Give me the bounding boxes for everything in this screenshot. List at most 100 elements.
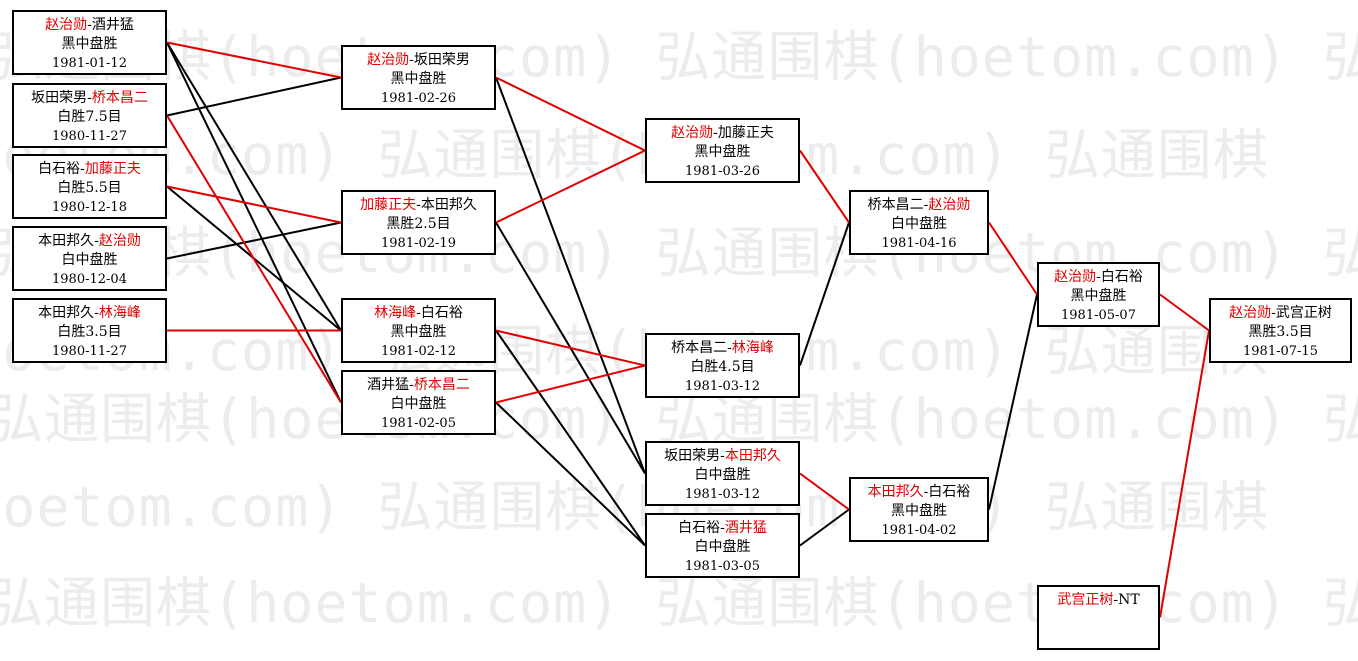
player-2-name: 赵治勋 <box>98 233 141 249</box>
match-result: 黑中盘胜 <box>1070 288 1127 304</box>
player-separator: - <box>94 233 99 249</box>
winner-connector-r3m3-r4m2 <box>799 472 850 511</box>
match-players: 赵治勋-白石裕 <box>1039 268 1158 287</box>
winner-connector-r5m2-r6m1 <box>1159 330 1210 618</box>
match-date: 1980-11-27 <box>52 344 127 359</box>
player-1-name: 桥本昌二 <box>867 197 924 213</box>
player-separator: - <box>87 90 92 106</box>
player-1-name: 赵治勋 <box>671 125 714 141</box>
match-result: 黑中盘胜 <box>891 503 947 519</box>
loser-connector-r1m4-r2m2 <box>166 221 342 260</box>
winner-connector-r1m3-r2m2 <box>166 185 342 224</box>
match-date: 1980-12-18 <box>52 200 127 215</box>
match-result: 白中盘胜 <box>891 216 947 232</box>
match-date: 1981-01-12 <box>52 56 127 71</box>
player-1-name: 桥本昌二 <box>671 340 728 356</box>
match-box-r2m3: 林海峰-白石裕黑中盘胜 1981-02-12 <box>341 298 496 363</box>
match-players: 桥本昌二-林海峰 <box>647 339 798 358</box>
loser-connector-r1m1-r2m4 <box>166 42 342 403</box>
player-2-name: 酒井猛 <box>724 520 767 536</box>
match-players: 坂田荣男-桥本昌二 <box>14 89 165 108</box>
match-result: 白胜5.5目 <box>57 180 122 196</box>
player-2-name: 武宫正树 <box>1275 305 1332 321</box>
match-date: 1981-02-12 <box>381 344 456 359</box>
winner-connector-r5m1-r6m1 <box>1159 293 1210 332</box>
player-separator: - <box>87 17 92 33</box>
player-2-name: 白石裕 <box>1100 269 1143 285</box>
player-2-name: 桥本昌二 <box>91 90 148 106</box>
match-date: 1981-03-12 <box>685 379 760 394</box>
winner-connector-r2m1-r3m1 <box>495 76 646 152</box>
match-players: 本田邦久-赵治勋 <box>14 232 165 251</box>
player-2-name: 坂田荣男 <box>413 52 470 68</box>
match-players: 林海峰-白石裕 <box>343 304 494 323</box>
player-separator: - <box>1113 592 1119 608</box>
player-separator: - <box>409 377 414 393</box>
player-separator: - <box>1096 269 1101 285</box>
match-players: 加藤正夫-本田邦久 <box>343 196 494 215</box>
match-box-r1m3: 白石裕-加藤正夫白胜5.5目 1980-12-18 <box>12 154 167 219</box>
match-result: 白胜3.5目 <box>57 324 122 340</box>
match-players: 赵治勋-加藤正夫 <box>647 124 798 143</box>
player-2-name: 赵治勋 <box>928 197 971 213</box>
match-result: 黑中盘胜 <box>61 36 118 52</box>
match-date: 1981-02-19 <box>381 236 456 251</box>
match-players: 赵治勋-酒井猛 <box>14 16 165 35</box>
player-1-name: 酒井猛 <box>367 377 410 393</box>
player-2-name: 本田邦久 <box>724 448 781 464</box>
match-result: 白中盘胜 <box>61 252 118 268</box>
player-2-name: 林海峰 <box>731 340 774 356</box>
match-players: 本田邦久-林海峰 <box>14 304 165 323</box>
player-2-name: 加藤正夫 <box>84 161 141 177</box>
match-players: 坂田荣男-本田邦久 <box>647 447 798 466</box>
player-2-name: 本田邦久 <box>420 197 477 213</box>
match-date: 1980-11-27 <box>52 129 127 144</box>
player-2-name: NT <box>1118 592 1140 608</box>
loser-connector-r2m3-r3m4 <box>495 329 646 547</box>
loser-connector-r1m1-r2m3 <box>166 41 342 332</box>
winner-connector-r3m1-r4m1 <box>799 149 850 224</box>
winner-connector-r2m2-r3m1 <box>495 149 646 224</box>
match-players: 桥本昌二-赵治勋 <box>851 196 987 215</box>
player-1-name: 白石裕 <box>38 161 81 177</box>
player-2-name: 林海峰 <box>98 305 141 321</box>
match-date: 1981-04-16 <box>881 236 957 251</box>
match-date: 1981-03-12 <box>685 487 760 502</box>
winner-connector-r2m4-r3m2 <box>495 364 646 404</box>
match-result: 白中盘胜 <box>694 539 751 555</box>
match-players: 赵治勋-坂田荣男 <box>343 51 494 70</box>
match-players: 本田邦久-白石裕 <box>851 483 987 502</box>
winner-connector-r1m2-r2m4 <box>166 114 342 404</box>
player-separator: - <box>94 305 99 321</box>
match-result: 黑中盘胜 <box>390 324 447 340</box>
match-box-r1m5: 本田邦久-林海峰白胜3.5目 1980-11-27 <box>12 298 167 363</box>
match-result: 黑胜2.5目 <box>386 216 451 232</box>
match-box-r1m1: 赵治勋-酒井猛黑中盘胜 1981-01-12 <box>12 10 167 75</box>
player-2-name: 加藤正夫 <box>717 125 774 141</box>
match-players: 武宫正树-NT <box>1039 591 1158 610</box>
player-separator: - <box>713 125 718 141</box>
player-separator: - <box>80 161 85 177</box>
match-box-r2m4: 酒井猛-桥本昌二白中盘胜 1981-02-05 <box>341 370 496 435</box>
player-1-name: 赵治勋 <box>45 17 88 33</box>
player-2-name: 白石裕 <box>420 305 463 321</box>
player-2-name: 桥本昌二 <box>413 377 470 393</box>
match-box-r3m3: 坂田荣男-本田邦久白中盘胜 1981-03-12 <box>645 441 800 506</box>
match-date: 1981-02-05 <box>381 416 456 431</box>
match-date: 1981-03-05 <box>685 559 760 574</box>
match-result: 黑中盘胜 <box>694 144 751 160</box>
player-1-name: 林海峰 <box>374 305 417 321</box>
match-date: 1981-02-26 <box>381 91 456 106</box>
winner-connector-r4m1-r5m1 <box>988 221 1038 296</box>
match-result: 白中盘胜 <box>694 467 751 483</box>
match-result: 白中盘胜 <box>390 396 447 412</box>
player-1-name: 坂田荣男 <box>664 448 721 464</box>
winner-connector-r2m3-r3m2 <box>495 329 646 367</box>
